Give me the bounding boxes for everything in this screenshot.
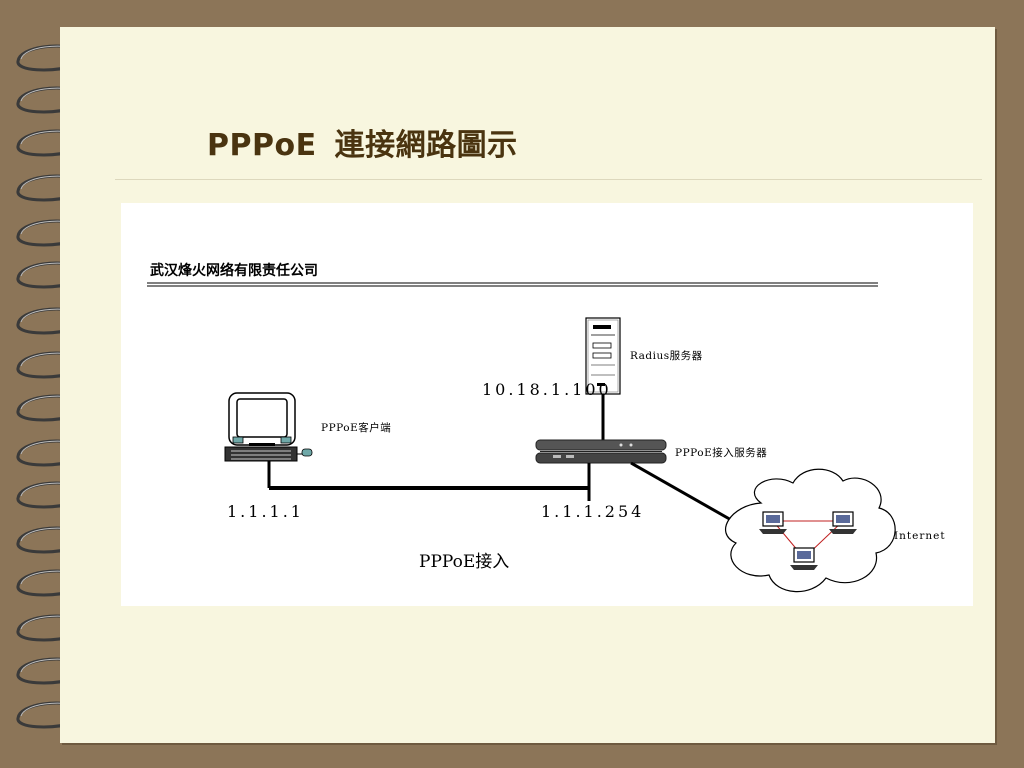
access-server-label: PPPoE接入服务器 — [675, 447, 768, 459]
title-divider — [115, 179, 982, 180]
radius-server-label: Radius服务器 — [630, 350, 703, 362]
company-name: 武汉烽火网络有限责任公司 — [150, 263, 318, 279]
internet-host-icon — [759, 511, 787, 534]
client-label: PPPoE客户端 — [321, 422, 392, 434]
page-title: PPPoE 連接網路圖示 — [207, 120, 536, 164]
diagram-caption: PPPoE接入 — [419, 552, 510, 572]
access-server-ip: 1.1.1.254 — [541, 502, 645, 521]
internet-host-icon — [829, 511, 857, 534]
internet-label: Internet — [894, 530, 946, 542]
title-text: 連接網路圖示 — [334, 128, 518, 163]
internet-host-icon — [790, 547, 818, 570]
internet-cloud-icon — [724, 468, 896, 593]
pppoe-access-server-icon — [535, 439, 667, 464]
radius-server-icon — [585, 317, 621, 395]
title-protocol: PPPoE — [207, 128, 317, 163]
client-ip: 1.1.1.1 — [227, 502, 304, 521]
radius-server-ip: 10.18.1.100 — [482, 380, 612, 399]
network-diagram: 武汉烽火网络有限责任公司 Radius服务器 10.18.1.100 PPPoE… — [121, 203, 973, 606]
diagram-canvas — [147, 282, 896, 593]
client-computer-icon — [224, 392, 313, 462]
